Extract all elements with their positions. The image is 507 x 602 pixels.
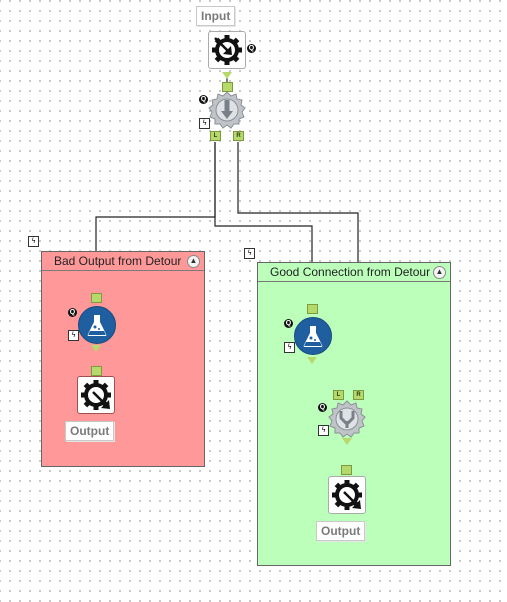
output-input-anchor[interactable]	[91, 366, 102, 376]
output-label-good[interactable]: Output	[316, 521, 366, 541]
formula-input-anchor[interactable]	[91, 293, 102, 303]
lightning-icon: ϟ	[68, 330, 79, 341]
join-left-anchor[interactable]: L	[333, 390, 344, 400]
container-title: Good Connection from Detour	[258, 263, 450, 282]
collapse-button[interactable]: ▲	[433, 266, 446, 279]
join-right-anchor[interactable]: R	[353, 390, 364, 400]
join-icon	[328, 400, 366, 438]
lightning-icon: ϟ	[318, 425, 329, 436]
input-tool[interactable]	[208, 31, 246, 69]
detour-icon	[208, 91, 246, 129]
output-data-icon	[332, 480, 362, 510]
lightning-icon: ϟ	[199, 118, 210, 129]
output-data-icon	[81, 380, 111, 410]
formula-tool-good[interactable]	[294, 317, 332, 355]
collapse-button[interactable]: ▲	[187, 255, 200, 268]
q-badge-detour: Q	[199, 95, 208, 104]
output-label-bad[interactable]: Output	[65, 421, 115, 441]
formula-tool-bad[interactable]	[78, 306, 116, 344]
formula-output-anchor[interactable]	[91, 345, 101, 352]
formula-flask-icon	[303, 326, 323, 347]
detour-right-anchor[interactable]: R	[233, 131, 244, 141]
lightning-icon: ϟ	[284, 342, 295, 353]
detour-left-anchor[interactable]: L	[210, 131, 221, 141]
output-tool-bad[interactable]	[77, 376, 115, 414]
container-title: Bad Output from Detour	[42, 252, 204, 271]
q-badge-formula-bad: Q	[68, 308, 77, 317]
output-tool-good[interactable]	[328, 476, 366, 514]
lightning-icon: ϟ	[28, 236, 39, 247]
output-input-anchor[interactable]	[341, 465, 352, 475]
input-output-anchor[interactable]	[222, 72, 232, 79]
formula-output-anchor[interactable]	[307, 357, 317, 364]
input-data-icon	[212, 35, 242, 65]
q-badge-join: Q	[318, 403, 327, 412]
q-badge-input: Q	[247, 44, 256, 53]
q-badge-formula-good: Q	[284, 319, 293, 328]
detour-tool[interactable]	[208, 91, 246, 129]
input-label[interactable]: Input	[196, 6, 236, 26]
lightning-icon: ϟ	[244, 248, 255, 259]
join-tool[interactable]	[328, 400, 366, 438]
formula-flask-icon	[87, 315, 107, 336]
detour-input-anchor[interactable]	[222, 82, 233, 92]
formula-input-anchor[interactable]	[307, 304, 318, 314]
join-output-anchor[interactable]	[342, 438, 352, 445]
